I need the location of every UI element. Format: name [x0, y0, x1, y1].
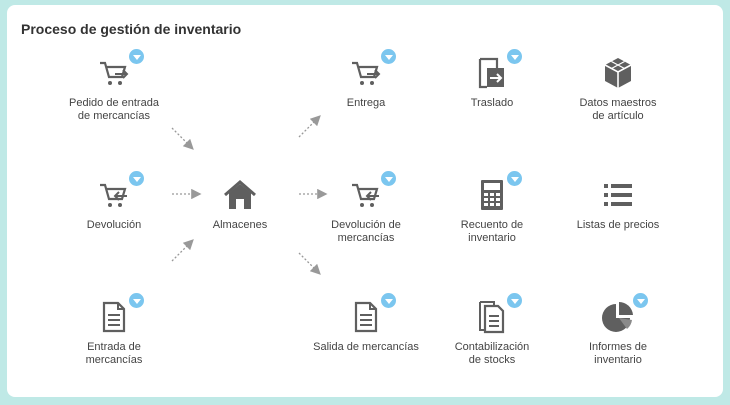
- node-listas-precios[interactable]: Listas de precios: [548, 177, 688, 232]
- dropdown-badge-icon[interactable]: [633, 293, 648, 308]
- arrow-almacenes-salida: [298, 252, 321, 275]
- arrow-pedido-almacenes: [171, 127, 194, 150]
- node-label: Salida de mercancías: [313, 341, 419, 353]
- dropdown-badge-icon[interactable]: [129, 293, 144, 308]
- node-label: Devolución de mercancías: [331, 219, 401, 244]
- node-label: Entrada de mercancías: [85, 341, 143, 366]
- node-almacenes[interactable]: Almacenes: [170, 177, 310, 232]
- node-devolucion-mercancias[interactable]: Devolución de mercancías: [296, 171, 436, 245]
- node-entrega[interactable]: Entrega: [296, 49, 436, 110]
- documents-icon: [479, 301, 505, 334]
- process-panel: Proceso de gestión de inventario: [7, 5, 723, 397]
- node-informes-inventario[interactable]: Informes de inventario: [548, 293, 688, 367]
- node-entrada-mercancias[interactable]: Entrada de mercancías: [44, 293, 184, 367]
- page-title: Proceso de gestión de inventario: [21, 21, 242, 37]
- node-recuento-inventario[interactable]: Recuento de inventario: [422, 171, 562, 245]
- node-pedido-entrada[interactable]: Pedido de entrada de mercancías: [44, 49, 184, 123]
- document-icon: [102, 301, 126, 333]
- node-contabilizacion-stocks[interactable]: Contabilización de stocks: [422, 293, 562, 367]
- warehouse-icon: [224, 180, 256, 209]
- node-label: Recuento de inventario: [460, 219, 524, 244]
- arrow-entrada-almacenes: [171, 239, 194, 262]
- node-label: Informes de inventario: [588, 341, 648, 366]
- node-traslado[interactable]: Traslado: [422, 49, 562, 110]
- cart-out-icon: [100, 61, 129, 85]
- pie-chart-icon: [602, 301, 633, 332]
- node-label: Devolución: [86, 219, 142, 231]
- list-icon: [604, 184, 632, 206]
- dropdown-badge-icon[interactable]: [129, 49, 144, 64]
- dropdown-badge-icon[interactable]: [507, 293, 522, 308]
- node-label: Almacenes: [212, 219, 268, 231]
- node-label: Listas de precios: [576, 219, 660, 231]
- node-label: Entrega: [346, 97, 386, 109]
- cart-return-icon: [352, 183, 379, 207]
- node-devolucion[interactable]: Devolución: [44, 171, 184, 232]
- dropdown-badge-icon[interactable]: [129, 171, 144, 186]
- calculator-icon: [481, 180, 503, 210]
- dropdown-badge-icon[interactable]: [381, 171, 396, 186]
- node-datos-maestros[interactable]: Datos maestros de artículo: [548, 55, 688, 123]
- dropdown-badge-icon[interactable]: [381, 49, 396, 64]
- node-label: Contabilización de stocks: [454, 341, 530, 366]
- node-label: Traslado: [470, 97, 514, 109]
- cart-return-icon: [100, 183, 127, 207]
- dropdown-badge-icon[interactable]: [507, 171, 522, 186]
- dropdown-badge-icon[interactable]: [507, 49, 522, 64]
- node-salida-mercancias[interactable]: Salida de mercancías: [296, 293, 436, 354]
- cart-out-icon: [352, 61, 381, 85]
- cube-icon: [604, 58, 632, 88]
- document-icon: [354, 301, 378, 333]
- dropdown-badge-icon[interactable]: [381, 293, 396, 308]
- node-label: Pedido de entrada de mercancías: [69, 97, 159, 122]
- arrow-almacenes-entrega: [298, 115, 321, 138]
- node-label: Datos maestros de artículo: [579, 97, 657, 122]
- transfer-icon: [478, 57, 504, 89]
